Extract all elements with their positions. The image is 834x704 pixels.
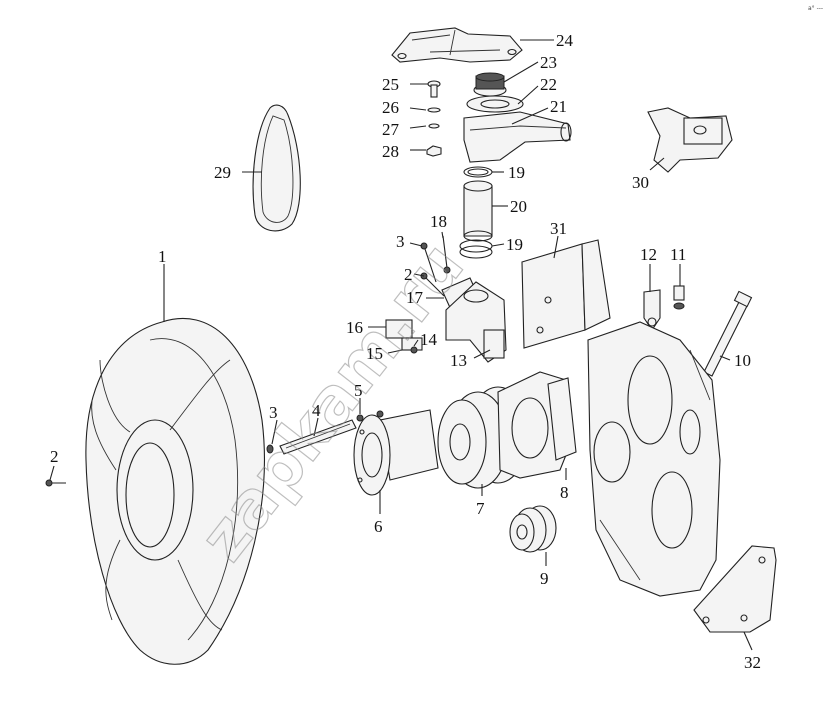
part-6-hub (353, 409, 439, 496)
callout-4: 4 (312, 401, 321, 420)
callout-17: 17 (406, 288, 424, 307)
callout-9: 9 (540, 569, 549, 588)
callout-2-lower: 2 (50, 447, 59, 466)
callout-25: 25 (382, 75, 399, 94)
callout-21: 21 (550, 97, 567, 116)
callout-7: 7 (476, 499, 485, 518)
part-23-cap (473, 72, 507, 97)
part-30-bracket (647, 107, 733, 173)
callout-32: 32 (744, 653, 761, 672)
callout-27: 27 (382, 120, 400, 139)
callout-2-upper: 2 (404, 265, 413, 284)
part-22-gasket (466, 95, 524, 113)
callout-3-lower: 3 (269, 403, 278, 422)
part-20-thermostat (463, 180, 493, 242)
callout-12: 12 (640, 245, 657, 264)
callout-8: 8 (560, 483, 569, 502)
part-21-housing (463, 111, 572, 163)
callout-30: 30 (632, 173, 649, 192)
part-3-bolt-fan (266, 444, 274, 454)
part-8-gasket (547, 377, 577, 461)
callout-6: 6 (374, 517, 383, 536)
callout-5: 5 (354, 381, 363, 400)
callout-13: 13 (450, 351, 467, 370)
part-32-bracket (693, 545, 777, 633)
callout-14: 14 (420, 330, 438, 349)
callout-3-upper: 3 (396, 232, 405, 251)
part-28-nut (426, 145, 442, 157)
part-2-bolt-fan (45, 479, 66, 487)
part-25-bolt (427, 80, 441, 98)
callout-23: 23 (540, 53, 557, 72)
callout-26: 26 (382, 98, 399, 117)
part-4-shaft (279, 419, 357, 455)
part-24-cover (391, 27, 523, 63)
callout-10: 10 (734, 351, 751, 370)
part-3-bolt-upper (420, 242, 437, 283)
callout-15: 15 (366, 344, 383, 363)
part-29-belt (252, 104, 301, 232)
callout-labels: 24 23 22 21 25 26 27 28 19 20 29 30 18 3… (50, 31, 761, 672)
callout-16: 16 (346, 318, 363, 337)
part-10-pipe (703, 290, 753, 377)
callout-22: 22 (540, 75, 557, 94)
part-16-block (385, 319, 413, 339)
part-9-pulley (509, 505, 557, 553)
callout-31: 31 (550, 219, 567, 238)
part-12-clamp (643, 289, 661, 331)
callout-19-upper: 19 (508, 163, 525, 182)
callout-18: 18 (430, 212, 447, 231)
part-19-ring-lower (459, 239, 493, 259)
callout-19-lower: 19 (506, 235, 523, 254)
callout-28: 28 (382, 142, 399, 161)
part-2-bolt-upper (420, 272, 445, 297)
callout-29: 29 (214, 163, 231, 182)
part-31-shield (521, 239, 611, 349)
callout-1: 1 (158, 247, 167, 266)
callout-20: 20 (510, 197, 527, 216)
part-19-ring-upper (463, 166, 493, 178)
callout-24: 24 (556, 31, 574, 50)
part-11-fitting (673, 285, 685, 310)
part-5-pin (356, 410, 384, 422)
corner-mark: a° --- (808, 5, 823, 12)
callout-11: 11 (670, 245, 686, 264)
part-18-bolt (442, 235, 451, 274)
part-gear-cover (587, 321, 721, 597)
part-26-washer (427, 107, 441, 113)
part-27-washer (428, 123, 440, 129)
leader-lines (49, 39, 753, 651)
part-1-fan (85, 317, 265, 665)
